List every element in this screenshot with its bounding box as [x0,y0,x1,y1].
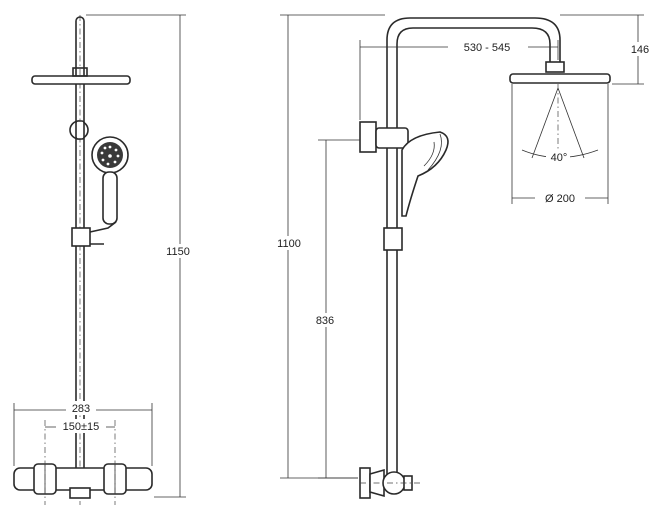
label-530-545: 530 - 545 [464,42,510,54]
spray-cone: 40° [521,84,599,165]
label-1150: 1150 [166,246,190,258]
dim-arm-reach: 530 - 545 [359,40,559,120]
front-head-connector [72,67,88,77]
dim-head-diameter: Ø 200 [511,84,609,205]
dim-outlet-height: 836 [310,139,360,479]
side-view: 40° Ø 200 530 - 545 146 [272,14,654,499]
side-pipe-outer [386,17,561,478]
side-clamp-knob [359,121,377,153]
dim-total-height: 1150 [86,14,196,498]
dim-rail-height: 1100 [272,14,385,479]
label-40deg: 40° [551,152,568,164]
valve-outlet [69,487,91,499]
dim-valve-width: 283 [13,401,153,466]
front-slider-arm [89,221,117,245]
dim-inlet-centers: 150±15 [44,419,116,505]
label-diameter: Ø 200 [545,193,575,205]
front-view: 283 150±15 1150 [13,14,196,505]
hand-shower-handle [102,171,118,225]
side-head-connector [545,61,565,73]
side-clamp-body [375,127,409,149]
label-283: 283 [72,403,90,415]
side-hand-shower [401,131,449,217]
label-1100: 1100 [277,238,301,250]
label-146: 146 [631,44,649,56]
front-shower-head [31,75,131,85]
front-slider-holder [71,227,91,247]
side-shower-head [509,73,611,84]
hand-shower-nozzles [100,145,120,166]
label-836: 836 [316,315,334,327]
dim-head-height: 146 [560,14,654,85]
side-slider-holder [383,227,403,251]
side-pipe-inner [396,27,551,478]
label-150: 150±15 [63,421,100,433]
